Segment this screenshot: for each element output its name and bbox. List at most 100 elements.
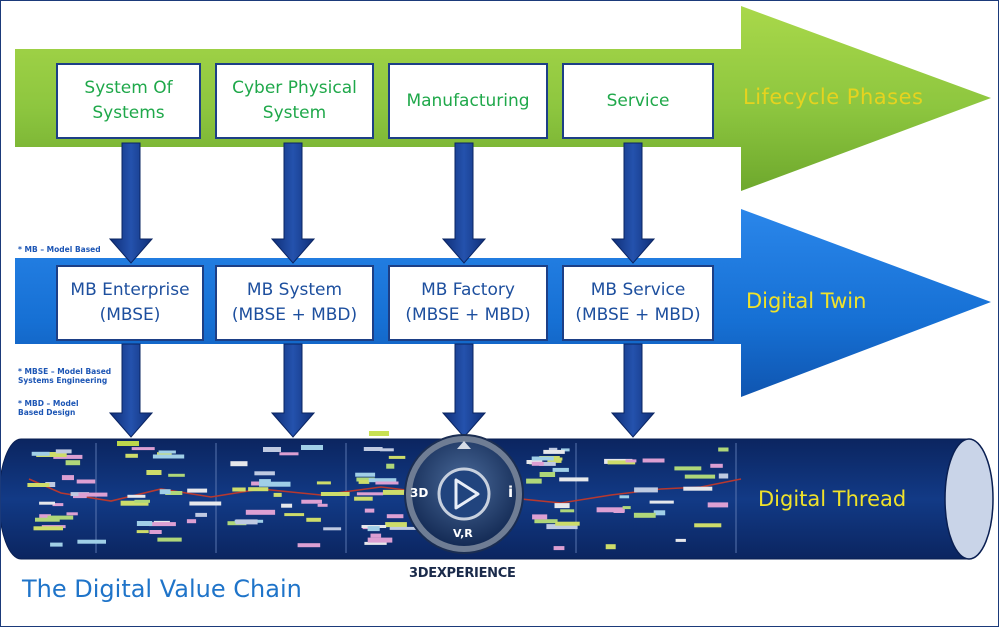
workflow-node [232,487,246,492]
workflow-node [31,451,50,456]
workflow-node [633,512,656,518]
note-mbse-line1: * MBSE – Model Based [18,367,112,376]
workflow-node [385,522,407,528]
workflow-tag [369,431,389,436]
workflow-node [607,460,636,465]
workflow-node [50,542,63,547]
phase-label-line1: System Of [84,78,173,98]
workflow-node [149,530,162,534]
down-arrow-lower-1 [108,343,154,438]
twin-label-line1: MB Enterprise [70,280,190,300]
phase-label-line1: Cyber Physical [232,78,357,98]
workflow-node [552,467,569,472]
workflow-node [136,521,153,526]
workflow-node [152,454,185,459]
workflow-node [55,449,72,454]
note-mbd: * MBD – Model Based Design [18,399,79,417]
workflow-node [367,537,393,543]
workflow-node [710,463,723,468]
workflow-node [273,492,282,497]
workflow-node [53,454,83,459]
workflow-tag [263,447,281,452]
workflow-node [596,507,625,513]
workflow-node [33,526,63,531]
workflow-node [187,488,208,493]
twin-label-line1: MB Service [590,280,686,300]
workflow-node [367,526,380,532]
workflow-node [235,519,258,525]
workflow-node [356,492,384,496]
workflow-node [718,473,729,479]
note-mbd-line1: * MBD – Model [18,399,79,408]
workflow-node [356,477,375,482]
logo-3d-text: 3D [410,486,429,500]
workflow-node [127,494,146,498]
workflow-node [684,474,716,479]
workflow-node [65,460,81,466]
workflow-node [561,448,570,452]
workflow-node [281,503,293,508]
twin-mb-factory: MB Factory (MBSE + MBD) [388,265,548,341]
workflow-node [320,492,350,496]
twin-label-line1: MB System [246,280,343,300]
workflow-node [120,500,149,506]
digital-twin-label: Digital Twin [746,289,867,313]
lifecycle-phases-label: Lifecycle Phases [743,85,924,109]
workflow-node [625,459,637,463]
workflow-node [39,501,55,505]
workflow-node [386,463,395,469]
workflow-node [674,466,702,471]
workflow-node [131,447,155,451]
workflow-node [158,450,176,454]
note-mbd-line2: Based Design [18,408,76,417]
workflow-node [355,472,376,477]
workflow-node [363,447,383,451]
workflow-node [157,537,182,542]
twin-label-line2: (MBSE + MBD) [575,305,701,325]
workflow-node [649,500,674,504]
workflow-node [619,495,630,499]
note-mbse-line2: Systems Engineering [18,376,108,385]
down-arrow-upper-2 [270,142,316,264]
workflow-node [389,526,420,530]
workflow-node [301,499,322,504]
workflow-node [149,522,176,527]
down-arrows [108,142,656,438]
workflow-node [358,479,370,484]
workflow-node [66,512,78,516]
workflow-node [368,478,397,483]
workflow-node [364,541,387,545]
3dexperience-wordmark: 3DEXPERIENCE [409,566,516,581]
logo-i-text: i [508,483,514,501]
twin-label-line2: (MBSE + MBD) [231,305,358,325]
workflow-node [35,517,60,522]
phase-manufacturing: Manufacturing [388,63,548,139]
workflow-node [45,482,56,487]
workflow-node [634,487,658,493]
twin-label-line1: MB Factory [421,280,515,300]
workflow-node [36,452,67,457]
down-arrow-lower-3 [441,343,487,438]
workflow-node [354,496,373,501]
workflow-node [27,483,50,487]
workflow-node [146,470,162,475]
twin-mb-system: MB System (MBSE + MBD) [215,265,374,341]
note-mb: * MB – Model Based [18,245,101,254]
footer-title: The Digital Value Chain [22,575,302,603]
workflow-node [165,491,183,495]
workflow-node [642,458,665,463]
workflow-node [125,453,138,458]
workflow-node [157,452,172,457]
workflow-tag [117,441,139,446]
workflow-node [548,447,558,451]
workflow-node [694,523,722,528]
workflow-node [547,458,562,463]
workflow-node [251,481,265,486]
down-arrow-upper-4 [610,142,656,264]
workflow-graph [27,431,742,553]
phase-system-of-systems: System Of Systems [56,63,201,139]
workflow-node [683,486,713,491]
workflow-node [531,461,544,466]
workflow-node [718,447,729,452]
